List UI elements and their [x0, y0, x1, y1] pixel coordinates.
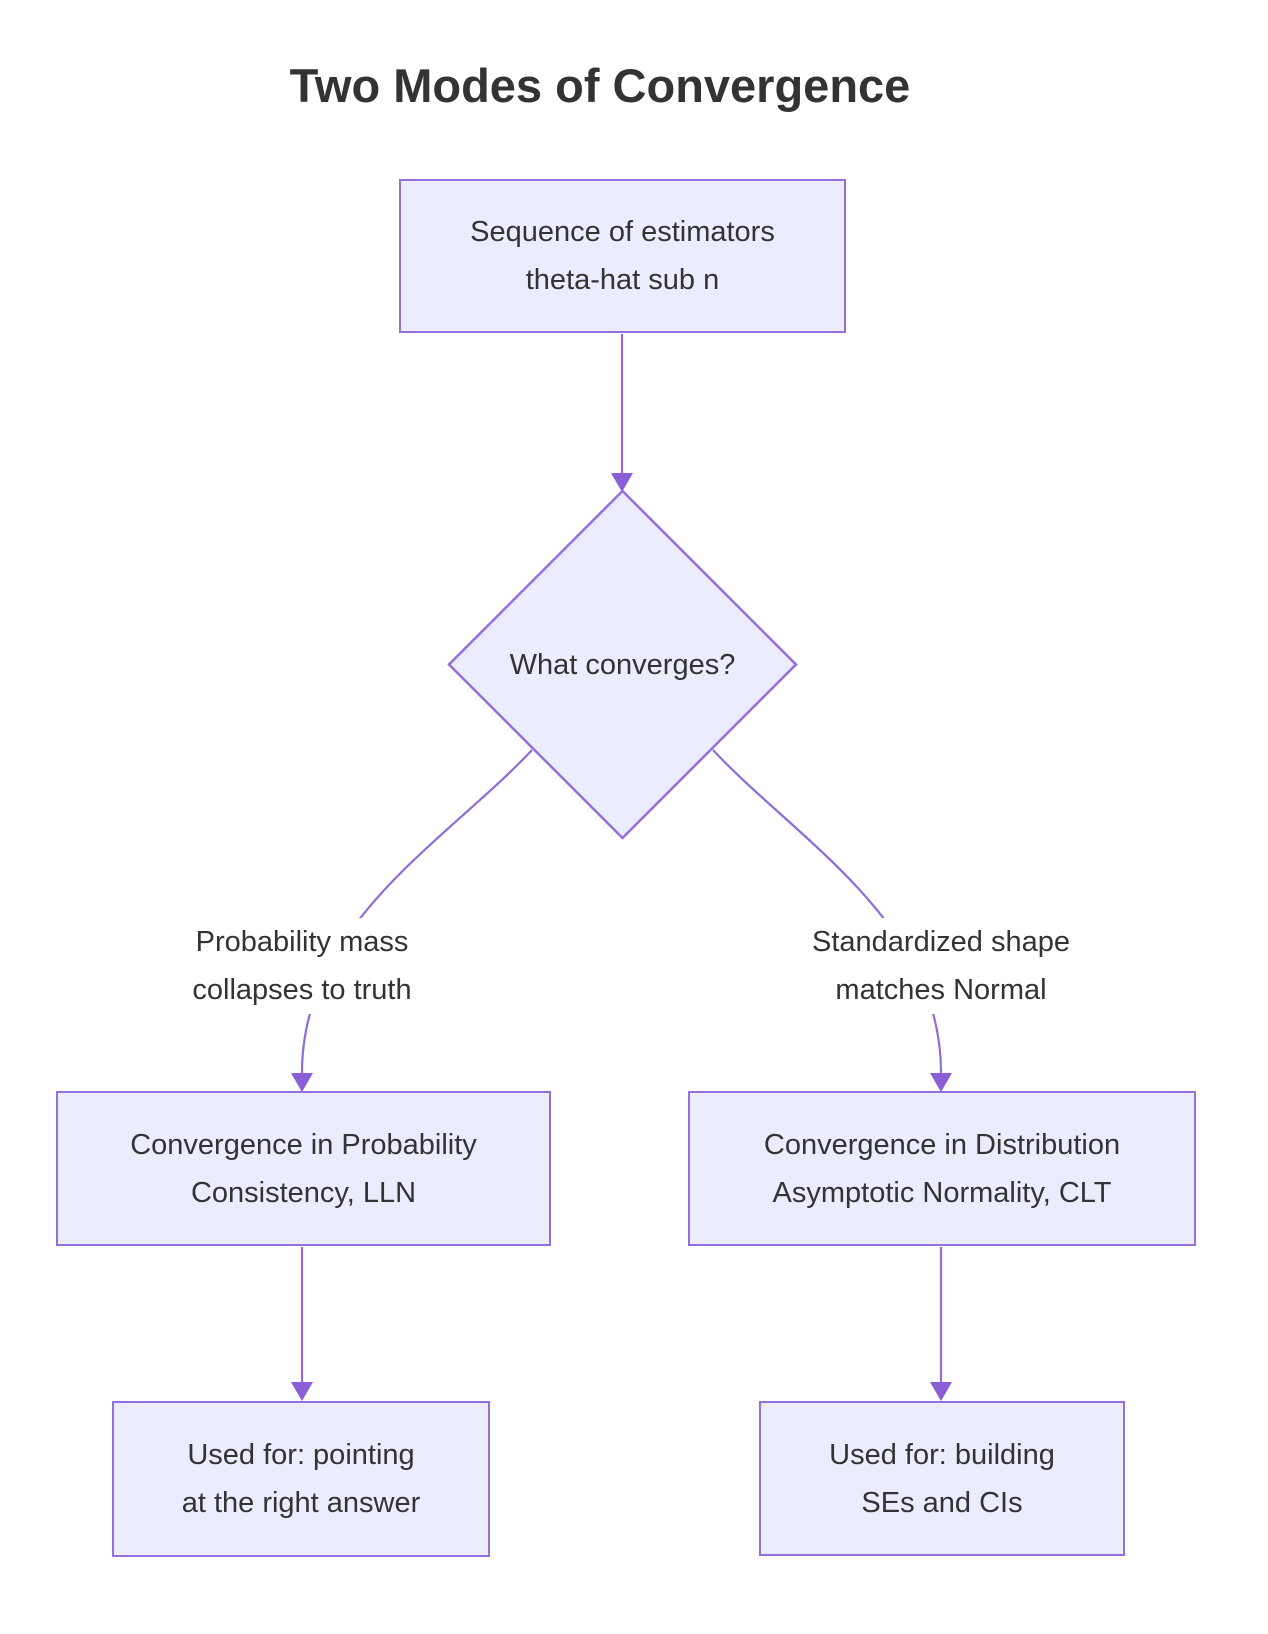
node-convergence-in-distribution: Convergence in Distribution Asymptotic N…: [688, 1091, 1196, 1246]
node-usedfor-pointing-line2: at the right answer: [181, 1487, 421, 1519]
edge-label-left-line2: collapses to truth: [192, 974, 412, 1006]
node-convergence-in-probability: Convergence in Probability Consistency, …: [56, 1091, 551, 1246]
edge-label-probability-mass: Probability mass collapses to truth: [182, 918, 422, 1014]
node-probability-line1: Convergence in Probability: [130, 1128, 477, 1161]
diagram-title: Two Modes of Convergence: [289, 59, 911, 112]
edge-label-right-line2: matches Normal: [835, 974, 1047, 1006]
edge-label-standardized-shape: Standardized shape matches Normal: [802, 918, 1080, 1014]
node-usedfor-building-line1: Used for: building: [829, 1438, 1055, 1471]
decision-diamond-shape: [447, 489, 798, 840]
node-usedfor-building-line2: SEs and CIs: [861, 1486, 1023, 1519]
edge-label-left-line1: Probability mass: [195, 926, 409, 958]
node-sequence-line2: theta-hat sub n: [525, 264, 720, 296]
edge-label-right-line1: Standardized shape: [812, 926, 1070, 958]
node-usedfor-pointing-line1: Used for: pointing: [187, 1439, 415, 1471]
decision-diamond-label: What converges?: [510, 641, 736, 689]
node-distribution-line2: Asymptotic Normality, CLT: [772, 1176, 1112, 1209]
decision-label-text: What converges?: [509, 648, 736, 681]
node-probability-line2: Consistency, LLN: [190, 1176, 417, 1209]
arrowhead-probability-to-usedfor: [291, 1382, 313, 1401]
arrowhead-distribution-to-usedfor: [930, 1382, 952, 1401]
arrowhead-sequence-to-decision: [611, 473, 633, 492]
node-used-for-pointing: Used for: pointing at the right answer: [112, 1401, 490, 1557]
arrowhead-decision-to-probability: [291, 1073, 313, 1092]
node-distribution-line1: Convergence in Distribution: [763, 1128, 1121, 1161]
edge-decision-to-distribution: [712, 749, 943, 1074]
edge-decision-to-probability: [300, 749, 533, 1074]
node-used-for-building: Used for: building SEs and CIs: [759, 1401, 1125, 1556]
node-sequence-of-estimators: Sequence of estimators theta-hat sub n: [399, 179, 846, 333]
node-sequence-line1: Sequence of estimators: [470, 216, 775, 248]
arrowhead-decision-to-distribution: [930, 1073, 952, 1092]
